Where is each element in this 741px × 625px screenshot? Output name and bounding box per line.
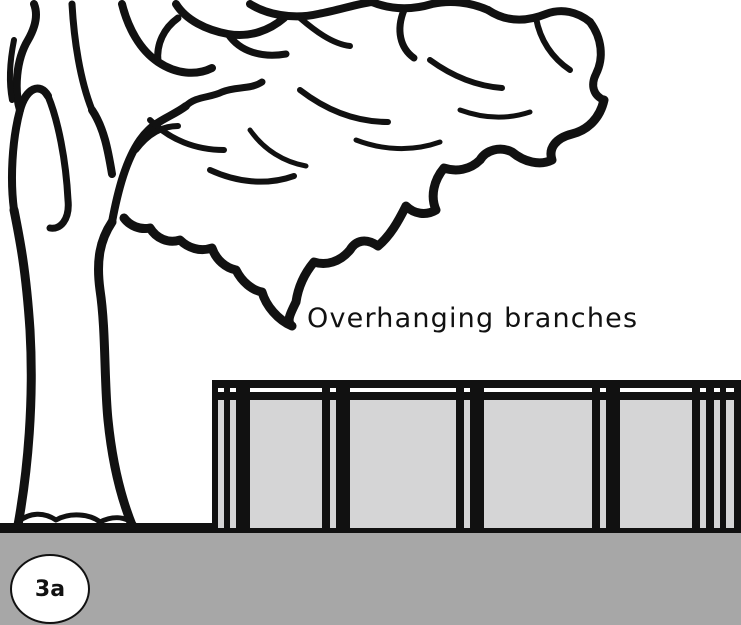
- fence-icon: [212, 380, 741, 528]
- overhanging-branches-label: Overhanging branches: [307, 303, 638, 334]
- figure-badge: 3a: [10, 554, 90, 624]
- ground: [0, 532, 741, 625]
